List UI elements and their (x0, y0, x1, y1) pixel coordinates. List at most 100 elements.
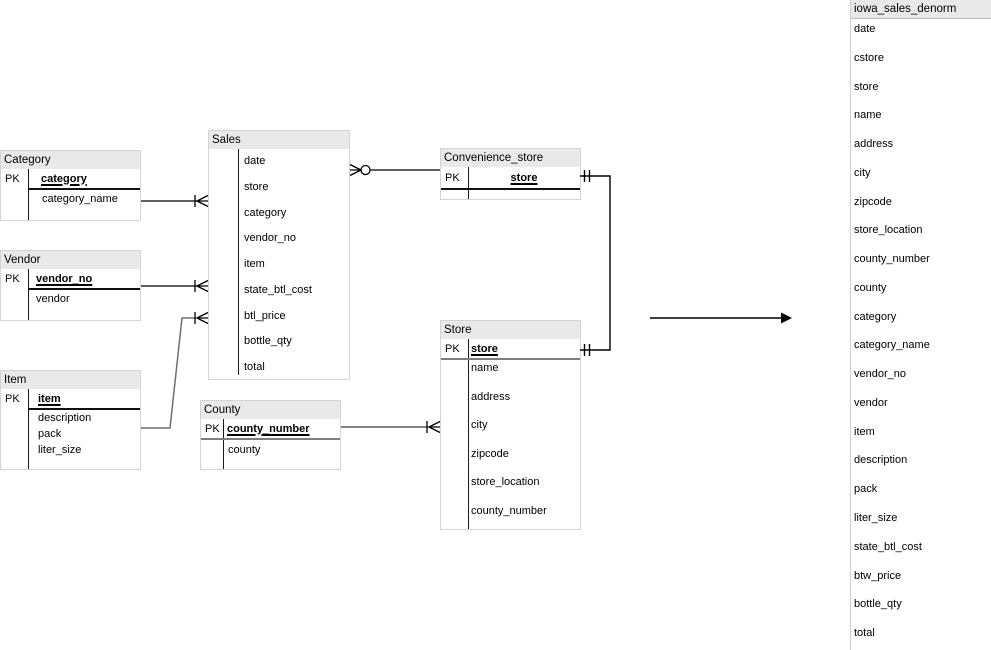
field-row: state_btl_cost (854, 540, 922, 553)
field-row: name (471, 362, 499, 374)
entity-category-title: Category (1, 151, 140, 169)
relationship-sales-convenience-store (349, 163, 440, 177)
field-row: item (244, 258, 265, 271)
field-row: bottle_qty (244, 335, 292, 348)
pk-row: PK vendor_no (1, 269, 140, 288)
pk-field-category: category (41, 172, 87, 185)
pk-separator-line (441, 358, 580, 360)
field-row: date (854, 23, 876, 35)
zero-circle-icon (360, 164, 371, 176)
field-row: liter_size (38, 444, 82, 456)
field-list: category_name (1, 188, 140, 209)
field-row: btl_price (244, 309, 286, 322)
pk-separator-line (28, 408, 140, 410)
entity-item-title: Item (1, 371, 140, 389)
pk-row: PK store (441, 167, 580, 188)
entity-store-title: Store (441, 321, 580, 339)
pk-row: PK store (441, 339, 580, 358)
field-row: total (854, 627, 875, 640)
field-row: city (471, 419, 488, 432)
field-list: county (201, 438, 340, 459)
pk-field-store: store (510, 171, 538, 184)
arrowhead-icon (781, 312, 792, 324)
entity-category[interactable]: Category PK category category_name (0, 150, 141, 221)
relationship-line (141, 317, 197, 429)
field-row: zipcode (854, 195, 892, 208)
entity-store[interactable]: Store PK store name address city zipcode sto… (440, 320, 581, 530)
pk-field-store: store (471, 342, 498, 355)
field-row: zipcode (471, 447, 509, 460)
crow-foot-many-icon (196, 194, 209, 208)
pk-separator-line (28, 188, 140, 190)
field-row: vendor (36, 293, 70, 305)
field-row: category (244, 206, 287, 219)
field-row: county_number (471, 504, 547, 517)
field-row: store (244, 180, 269, 193)
field-row: store_location (854, 224, 923, 237)
field-row: vendor_no (244, 232, 296, 245)
entity-sales-title: Sales (209, 131, 349, 149)
field-row: store_location (471, 476, 540, 489)
entity-county[interactable]: County PK county_number county (200, 400, 341, 470)
field-row: city (854, 166, 871, 179)
pk-label: PK (445, 171, 460, 184)
pk-label: PK (5, 272, 20, 285)
field-row: address (854, 138, 894, 151)
pk-column-divider (468, 339, 469, 529)
entity-convenience-store[interactable]: Convenience_store PK store (440, 148, 581, 200)
field-row: liter_size (854, 512, 898, 525)
pk-field-county-number: county_number (227, 422, 310, 435)
entity-vendor[interactable]: Vendor PK vendor_no vendor (0, 250, 141, 321)
pk-row: PK county_number (201, 419, 340, 438)
relationship-item-sales (141, 311, 209, 429)
pk-column-divider (468, 167, 469, 199)
pk-column-divider (28, 169, 29, 220)
relationship-county-store (341, 420, 441, 434)
field-row: category (854, 310, 897, 323)
field-row: item (854, 425, 875, 438)
pk-label: PK (445, 342, 460, 355)
field-row: date (244, 155, 266, 167)
pk-label: PK (205, 422, 220, 435)
field-row: county_number (854, 253, 930, 266)
pk-column-divider (28, 269, 29, 320)
pk-row: PK category (1, 169, 140, 188)
field-row: vendor (854, 396, 888, 409)
field-row: county (854, 281, 887, 294)
entity-convenience-store-title: Convenience_store (441, 149, 580, 167)
relationship-vendor-sales (141, 279, 209, 293)
field-row: category_name (854, 339, 930, 352)
pk-separator-line (441, 188, 580, 190)
crow-foot-many-icon (349, 163, 362, 177)
relationship-convenience-store-store (580, 170, 611, 356)
field-row: address (471, 390, 511, 403)
field-row: vendor_no (854, 368, 906, 381)
field-row: county (228, 444, 261, 456)
entity-vendor-title: Vendor (1, 251, 140, 269)
field-row: btw_price (854, 569, 902, 582)
relationship-line (580, 175, 611, 351)
one-and-only-one-ticks-icon (583, 344, 591, 356)
relationship-category-sales (141, 194, 209, 208)
field-row: bottle_qty (854, 598, 902, 611)
pk-field-vendor-no: vendor_no (36, 272, 93, 285)
field-row: state_btl_cost (244, 283, 312, 296)
one-and-only-one-ticks-icon (583, 170, 591, 182)
pk-separator-line (28, 288, 140, 290)
field-row: pack (854, 483, 878, 496)
pk-column-divider (238, 149, 239, 375)
field-row: store (854, 80, 879, 93)
field-list: vendor (1, 288, 140, 309)
pk-row: PK item (1, 389, 140, 408)
field-row: description (38, 412, 92, 424)
crow-foot-many-icon (428, 420, 441, 434)
entity-iowa-sales-denorm-title: iowa_sales_denorm (851, 0, 991, 19)
